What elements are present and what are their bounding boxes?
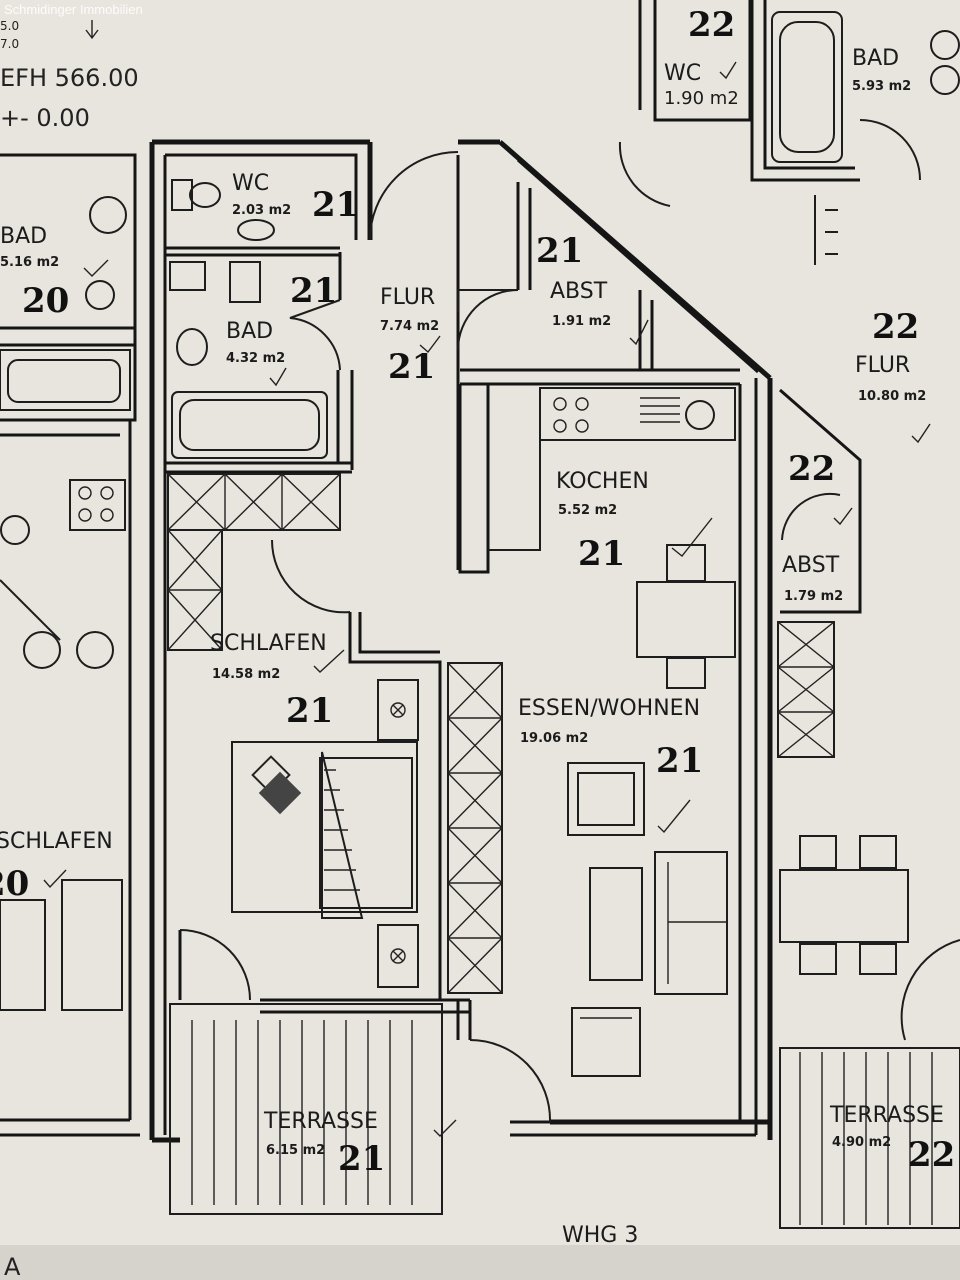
r-abst-unit: 22 [788,449,835,489]
abst-unit: 21 [536,231,583,271]
bad-name: BAD [226,319,273,344]
r-abst-name: ABST [782,553,840,578]
check-marks [43,61,931,1137]
r-bad-area: 5.93 m2 [852,79,911,94]
kochen-name: KOCHEN [556,469,649,494]
r-terrasse-name: TERRASSE [829,1103,944,1128]
wc-area: 2.03 m2 [232,203,291,218]
r-flur-name: FLUR [855,353,910,378]
l-schlafen-unit: 20 [0,864,29,904]
bad-fixtures [169,261,328,459]
r-flur-area: 10.80 m2 [858,389,926,404]
terrasse-unit: 21 [338,1139,385,1179]
level-a: 5.0 [0,19,19,33]
l-bad-name: BAD [0,224,47,249]
r-bad-name: BAD [852,46,899,71]
kochen-area: 5.52 m2 [558,503,617,518]
essen-area: 19.06 m2 [520,731,588,746]
essen-name: ESSEN/WOHNEN [518,696,700,721]
zero-label: +- 0.00 [0,104,90,132]
r-wc-unit: 22 [688,5,735,45]
terrasse-area: 6.15 m2 [266,1143,325,1158]
wardrobe-schlafen [167,473,341,651]
room-labels: WC 2.03 m2 21 BAD 4.32 m2 21 FLUR 7.74 m… [210,171,703,1248]
wc-fixtures [171,179,275,241]
corner-letter: A [4,1253,21,1280]
dining-table [636,544,736,689]
schlafen-area: 14.58 m2 [212,667,280,682]
right-neighbor: 22 WC 1.90 m2 BAD 5.93 m2 22 FLUR 10.80 … [638,0,960,1229]
bad-area: 4.32 m2 [226,351,285,366]
level-b: 7.0 [0,37,19,51]
doors [179,141,671,1123]
abst-area: 1.91 m2 [552,314,611,329]
essen-unit: 21 [656,741,703,781]
terrasse-deck [169,1003,443,1215]
r-abst-area: 1.79 m2 [784,589,843,604]
schlafen-unit: 21 [286,691,333,731]
abst-name: ABST [550,279,608,304]
living-furniture [567,762,728,1077]
r-terrasse-unit: 22 [908,1135,955,1175]
flur-area: 7.74 m2 [380,319,439,334]
left-neighbor: BAD 5.16 m2 20 SCHLAFEN 20 A [0,153,140,1280]
l-bad-area: 5.16 m2 [0,255,59,270]
shelf-wohnen [447,662,503,994]
kochen-unit: 21 [578,534,625,574]
bad-unit: 21 [290,271,337,311]
efh-label: EFH 566.00 [0,64,139,92]
r-wc-name: WC [664,61,701,86]
l-bad-unit: 20 [22,281,69,321]
wc-name: WC [232,171,269,196]
l-schlafen-name: SCHLAFEN [0,829,113,854]
r-wc-area: 1.90 m2 [664,88,739,109]
unit-label: WHG 3 [562,1223,638,1248]
walls [149,139,773,1143]
kitchen-fixtures [488,387,736,551]
watermark: Schmidinger Immobilien [4,2,143,17]
wc-unit: 21 [312,185,359,225]
terrasse-name: TERRASSE [263,1109,378,1134]
schlafen-name: SCHLAFEN [210,631,327,656]
stair-arrow-icon [85,20,99,40]
flur-unit: 21 [388,347,435,387]
r-terrasse-area: 4.90 m2 [832,1135,891,1150]
r-flur-unit: 22 [872,307,919,347]
flur-name: FLUR [380,285,435,310]
